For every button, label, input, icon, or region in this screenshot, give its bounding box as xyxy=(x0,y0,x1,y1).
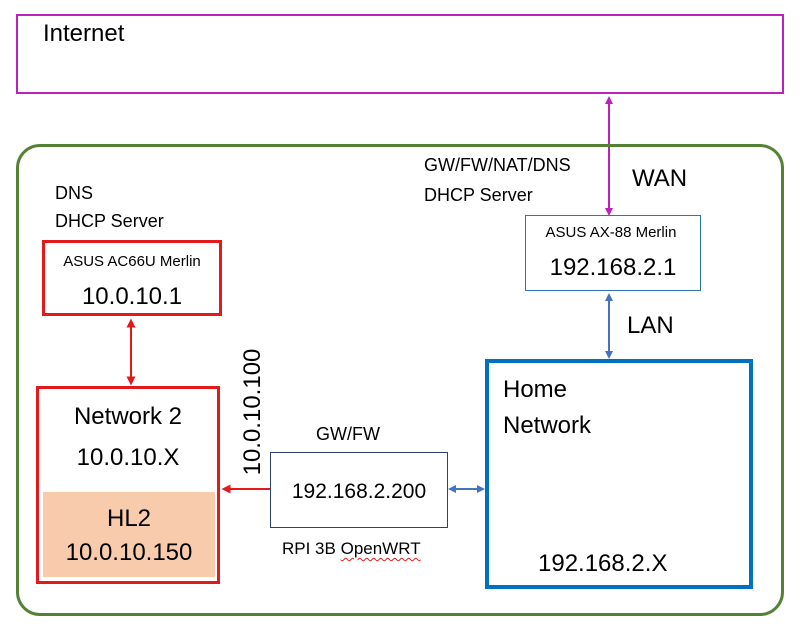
hl2-name: HL2 xyxy=(106,505,152,532)
asus-ac66u-name: ASUS AC66U Merlin xyxy=(63,253,201,270)
rpi-caption-model: RPI 3B xyxy=(282,539,341,558)
home-network-subnet: 192.168.2.X xyxy=(538,550,668,577)
ax88-role-gw: GW/FW/NAT/DNS xyxy=(424,155,571,175)
home-network-title-line2: Network xyxy=(503,412,592,439)
ac66u-role-dhcp: DHCP Server xyxy=(55,211,164,231)
internet-box xyxy=(16,14,784,94)
wan-label: WAN xyxy=(632,165,688,192)
network2-link-ip: 10.0.10.100 xyxy=(239,348,266,476)
network2-title: Network 2 xyxy=(73,403,183,430)
local-site-container xyxy=(16,144,784,616)
rpi-caption: RPI 3B OpenWRT xyxy=(282,540,421,557)
asus-ac66u-ip: 10.0.10.1 xyxy=(81,283,183,310)
asus-ax88-ip: 192.168.2.1 xyxy=(549,254,677,281)
asus-ax88-name: ASUS AX-88 Merlin xyxy=(545,224,677,241)
home-network-box xyxy=(485,359,753,589)
ac66u-role-dns: DNS xyxy=(55,183,94,203)
asus-ax88-box xyxy=(525,215,701,291)
hl2-ip: 10.0.10.150 xyxy=(65,539,193,566)
hl2-device-box xyxy=(43,492,215,577)
rpi-box xyxy=(270,452,448,528)
home-network-title-line1: Home xyxy=(503,376,568,403)
ax88-role-dhcp: DHCP Server xyxy=(424,185,533,205)
internet-label: Internet xyxy=(43,20,125,47)
asus-ac66u-box xyxy=(42,240,222,316)
rpi-caption-os: OpenWRT xyxy=(340,539,421,558)
network2-box xyxy=(36,386,220,584)
rpi-role: GW/FW xyxy=(316,424,380,444)
network2-subnet: 10.0.10.X xyxy=(76,444,180,471)
lan-label: LAN xyxy=(627,312,674,339)
rpi-ip: 192.168.2.200 xyxy=(291,480,427,503)
